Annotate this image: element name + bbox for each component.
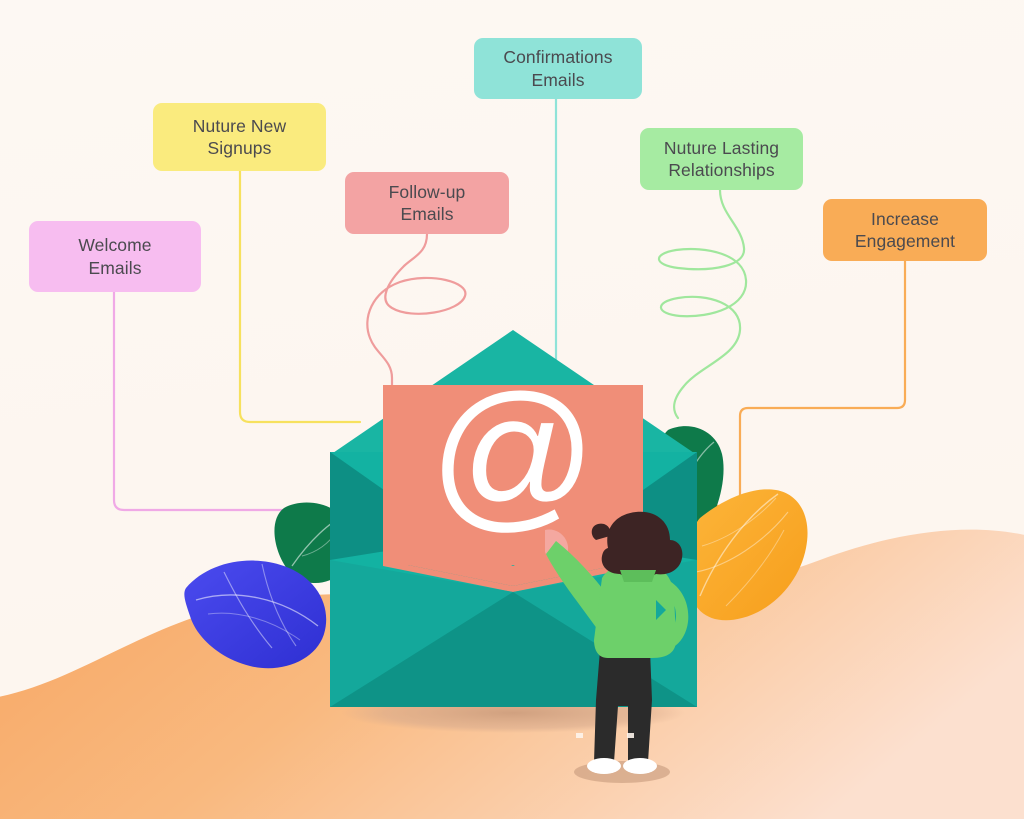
person-sweater [594, 562, 676, 658]
connector-welcome-emails [112, 290, 332, 512]
ground-speck-right [627, 733, 634, 738]
person-collar [620, 570, 656, 582]
person-hair [601, 511, 683, 579]
at-symbol: @ [429, 361, 597, 545]
label-line-2: Emails [400, 204, 454, 224]
label-welcome-emails[interactable]: Welcome Emails [29, 221, 201, 292]
label-line-1: Follow-up [388, 181, 466, 202]
label-nuture-lasting-relationships[interactable]: Nuture Lasting Relationships [640, 128, 803, 190]
label-line-2: Engagement [854, 231, 956, 251]
person-shoe-right [623, 758, 657, 774]
label-nuture-new-signups[interactable]: Nuture New Signups [153, 103, 326, 171]
label-increase-engagement[interactable]: Increase Engagement [823, 199, 987, 261]
label-line-1: Nuture New [192, 115, 287, 136]
person-hair-bun [591, 523, 611, 540]
ground-speck-left [576, 733, 583, 738]
connector-nuture-new-signups [238, 169, 362, 424]
label-line-2: Emails [531, 69, 585, 90]
connector-group [112, 97, 907, 512]
label-line-2: Relationships [668, 160, 775, 180]
label-line-2: Emails [88, 257, 142, 278]
leaf-orange-right [689, 489, 808, 621]
label-follow-up-emails[interactable]: Follow-up Emails [345, 172, 509, 234]
person-figure [545, 511, 689, 774]
connector-nuture-lasting-relationships [657, 188, 748, 420]
label-line-1: Nuture Lasting [663, 137, 780, 158]
person-elbow-gap [656, 600, 666, 620]
person-shoe-left [587, 758, 621, 774]
label-confirmations-emails[interactable]: Confirmations Emails [474, 38, 642, 99]
label-line-1: Welcome [78, 235, 152, 256]
leaf-blue-left [184, 560, 327, 669]
person-right-arm [662, 580, 689, 650]
person-legs [594, 650, 652, 762]
label-line-1: Increase [871, 208, 939, 229]
label-line-1: Confirmations [503, 47, 613, 68]
connector-follow-up-emails [366, 232, 467, 398]
label-line-2: Signups [207, 138, 272, 158]
